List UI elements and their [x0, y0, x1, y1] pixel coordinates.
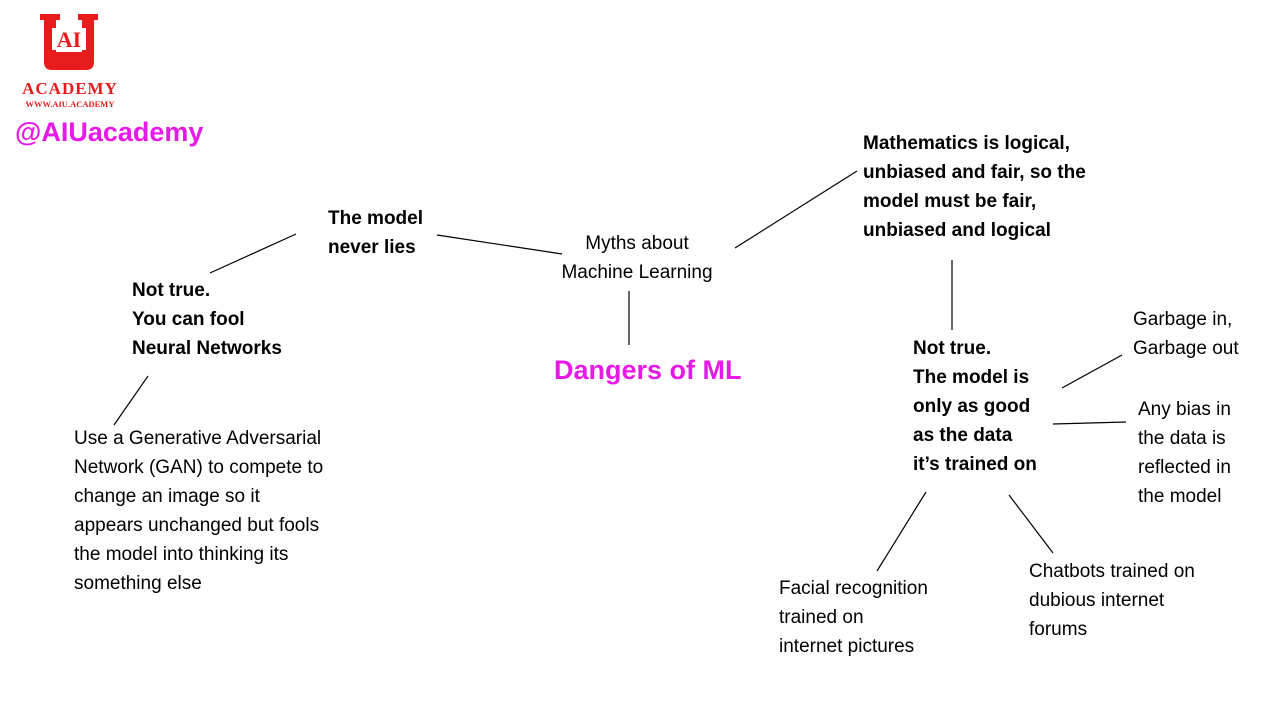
text-line: The model — [328, 208, 424, 229]
text-line: Garbage in, — [1133, 309, 1233, 330]
connector-line — [876, 491, 927, 572]
connector-line — [1052, 421, 1127, 425]
social-handle: @AIUacademy — [15, 117, 204, 147]
text-line: the model into thinking its — [74, 544, 289, 565]
aiu-academy-logo: AI ACADEMY WWW.AIU.ACADEMY — [22, 14, 118, 109]
connector-line — [1061, 354, 1123, 389]
myth-never-lies: The model never lies — [328, 204, 423, 262]
text-line: Chatbots trained on — [1029, 561, 1195, 582]
connector-line — [1008, 494, 1054, 554]
text-line: Garbage out — [1133, 338, 1239, 359]
text-line: Any bias in — [1138, 399, 1231, 420]
svg-text:ACADEMY: ACADEMY — [22, 79, 118, 98]
text-line: dubious internet — [1029, 590, 1165, 611]
text-line: You can fool — [132, 309, 245, 330]
text-line: appears unchanged but fools — [74, 515, 320, 536]
text-line: never lies — [328, 237, 416, 258]
central-topic: Myths about Machine Learning — [537, 229, 737, 287]
text-line: Neural Networks — [132, 338, 282, 359]
rebuttal-fool-networks: Not true. You can fool Neural Networks — [132, 276, 282, 363]
text-line: Mathematics is logical, — [863, 133, 1070, 154]
text-line: change an image so it — [74, 486, 260, 507]
text-line: Not true. — [132, 280, 211, 301]
connector-line — [734, 170, 858, 249]
text-line: the model — [1138, 486, 1222, 507]
text-line: Myths about — [585, 233, 689, 254]
text-line: only as good — [913, 396, 1031, 417]
slide-title: Dangers of ML — [554, 355, 742, 385]
text-line: Network (GAN) to compete to — [74, 457, 324, 478]
connector-line — [113, 375, 149, 426]
connector-line — [436, 234, 563, 255]
text-line: model must be fair, — [863, 191, 1037, 212]
text-line: unbiased and logical — [863, 220, 1051, 241]
text-line: Not true. — [913, 338, 992, 359]
text-line: Machine Learning — [561, 262, 713, 283]
text-line: The model is — [913, 367, 1030, 388]
bias-reflected: Any bias in the data is reflected in the… — [1138, 395, 1231, 511]
text-line: reflected in — [1138, 457, 1231, 478]
text-line: the data is — [1138, 428, 1226, 449]
text-line: as the data — [913, 425, 1013, 446]
text-line: Facial recognition — [779, 578, 928, 599]
text-line: forums — [1029, 619, 1088, 640]
facial-recognition-example: Facial recognition trained on internet p… — [779, 574, 928, 661]
garbage-in-out: Garbage in, Garbage out — [1133, 305, 1239, 363]
text-line: something else — [74, 573, 202, 594]
myth-mathematics: Mathematics is logical, unbiased and fai… — [863, 129, 1086, 245]
text-line: unbiased and fair, so the — [863, 162, 1086, 183]
svg-text:WWW.AIU.ACADEMY: WWW.AIU.ACADEMY — [26, 99, 115, 109]
rebuttal-data-quality: Not true. The model is only as good as t… — [913, 334, 1037, 479]
text-line: trained on — [779, 607, 864, 628]
chatbots-example: Chatbots trained on dubious internet for… — [1029, 557, 1195, 644]
text-line: it’s trained on — [913, 454, 1037, 475]
connector-line — [209, 233, 297, 274]
svg-text:AI: AI — [57, 27, 81, 52]
text-line: Use a Generative Adversarial — [74, 428, 322, 449]
gan-detail: Use a Generative Adversarial Network (GA… — [74, 424, 323, 598]
text-line: internet pictures — [779, 636, 915, 657]
